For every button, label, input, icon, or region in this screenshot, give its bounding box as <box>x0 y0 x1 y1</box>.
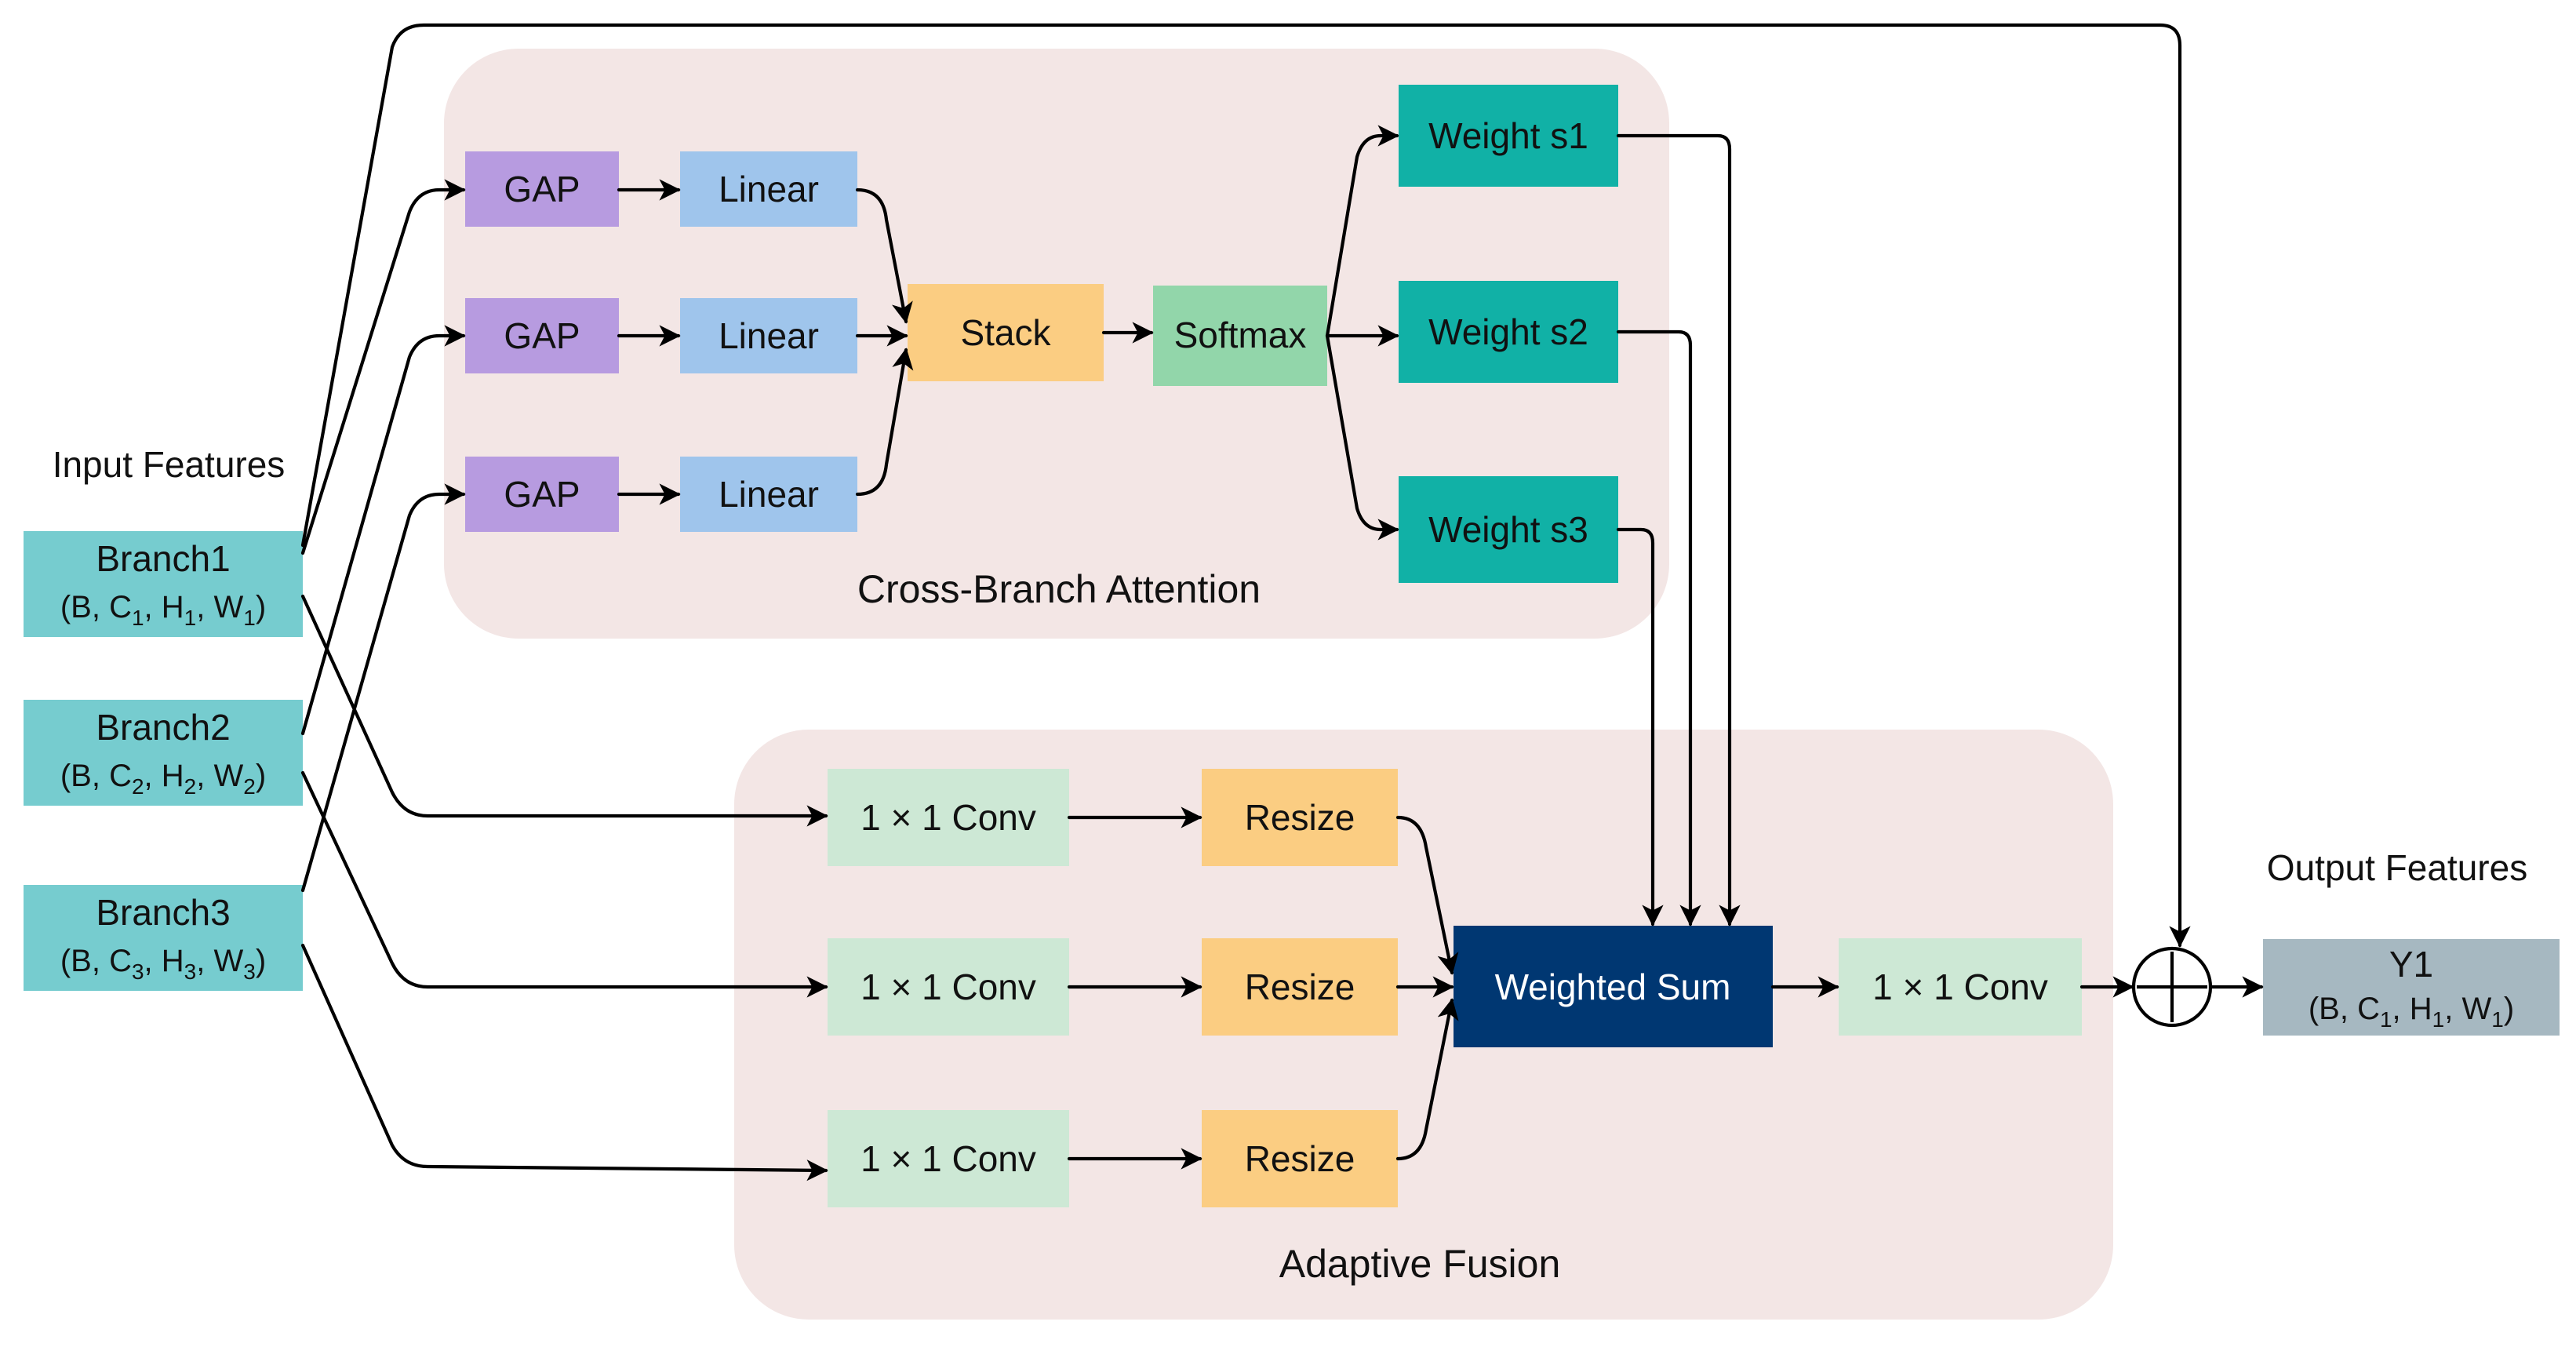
svg-text:Stack: Stack <box>960 312 1051 353</box>
svg-text:Linear: Linear <box>719 474 819 515</box>
linear-box-1: Linear <box>680 151 857 227</box>
edge-weight2-to-weighted-sum <box>1616 329 1701 927</box>
branch3-box: Branch3 (B, C3, H3, W3) <box>24 885 303 991</box>
svg-text:Linear: Linear <box>719 169 819 209</box>
resize-box-1: Resize <box>1202 769 1398 866</box>
edge-branch1-skip-to-add <box>300 23 2191 948</box>
svg-text:Softmax: Softmax <box>1174 315 1307 355</box>
edge-weight1-to-weighted-sum <box>1616 133 1741 927</box>
branch3-shape: (B, C3, H3, W3) <box>60 944 266 984</box>
svg-text:Resize: Resize <box>1245 967 1355 1007</box>
connectors <box>300 23 2264 1181</box>
weighted-sum-box: Weighted Sum <box>1454 926 1773 1047</box>
svg-text:GAP: GAP <box>504 315 580 356</box>
svg-text:Weight s2: Weight s2 <box>1428 311 1588 352</box>
conv-box-3: 1 × 1 Conv <box>828 1110 1069 1207</box>
edge-weight3-to-weighted-sum <box>1616 527 1664 927</box>
edge-branch2-to-gap2 <box>300 325 466 736</box>
gap-box-2: GAP <box>465 298 619 373</box>
svg-text:GAP: GAP <box>504 474 580 515</box>
edge-resize3-to-weighted-sum <box>1395 998 1459 1161</box>
svg-text:GAP: GAP <box>504 169 580 209</box>
softmax-box: Softmax <box>1153 286 1327 386</box>
output-y1-box: Y1 (B, C1, H1, W1) <box>2263 939 2560 1036</box>
linear-box-3: Linear <box>680 457 857 532</box>
gap-box-1: GAP <box>465 151 619 227</box>
edge-softmax-to-weight1 <box>1325 125 1399 338</box>
stack-box: Stack <box>908 284 1104 381</box>
branch2-shape: (B, C2, H2, W2) <box>60 759 266 799</box>
linear-box-2: Linear <box>680 298 857 373</box>
edge-linear3-to-stack <box>855 348 914 497</box>
adaptive-fusion-region <box>734 730 2113 1320</box>
residual-add-icon <box>2131 946 2213 1028</box>
adaptive-fusion-label: Adaptive Fusion <box>1279 1242 1561 1286</box>
edge-resize1-to-weighted-sum <box>1395 815 1459 975</box>
edge-softmax-to-weight3 <box>1325 333 1399 541</box>
svg-text:Linear: Linear <box>719 315 819 356</box>
edge-branch3-to-gap3 <box>300 483 466 893</box>
svg-text:1 × 1 Conv: 1 × 1 Conv <box>860 797 1036 838</box>
svg-text:Resize: Resize <box>1245 1138 1355 1179</box>
output-name: Y1 <box>2389 944 2433 985</box>
branch1-name: Branch1 <box>96 538 230 579</box>
branch1-shape: (B, C1, H1, W1) <box>60 590 266 630</box>
weight-s3-box: Weight s3 <box>1399 476 1618 583</box>
output-features-label: Output Features <box>2267 847 2527 888</box>
final-conv-box: 1 × 1 Conv <box>1839 938 2082 1036</box>
branch2-box: Branch2 (B, C2, H2, W2) <box>24 700 303 806</box>
edge-branch2-to-conv2 <box>300 770 828 998</box>
svg-text:Weight s3: Weight s3 <box>1428 509 1588 550</box>
branch2-name: Branch2 <box>96 707 230 748</box>
svg-text:1 × 1 Conv: 1 × 1 Conv <box>860 967 1036 1007</box>
edge-branch1-to-conv1 <box>300 594 828 827</box>
svg-text:1 × 1 Conv: 1 × 1 Conv <box>1872 967 2048 1007</box>
conv-box-1: 1 × 1 Conv <box>828 769 1069 866</box>
weight-s2-box: Weight s2 <box>1399 281 1618 383</box>
svg-text:Weight s1: Weight s1 <box>1428 115 1588 156</box>
input-features-label: Input Features <box>53 444 286 485</box>
weight-s1-box: Weight s1 <box>1399 85 1618 187</box>
branch1-box: Branch1 (B, C1, H1, W1) <box>24 531 303 637</box>
edge-linear1-to-stack <box>855 187 913 324</box>
cross-branch-attention-label: Cross-Branch Attention <box>857 567 1261 611</box>
edge-branch1-to-gap1 <box>300 179 466 555</box>
resize-box-3: Resize <box>1202 1110 1398 1207</box>
svg-text:1 × 1 Conv: 1 × 1 Conv <box>860 1138 1036 1179</box>
conv-box-2: 1 × 1 Conv <box>828 938 1069 1036</box>
gap-box-3: GAP <box>465 457 619 532</box>
output-shape: (B, C1, H1, W1) <box>2309 992 2514 1032</box>
branch3-name: Branch3 <box>96 892 230 933</box>
edge-branch3-to-conv3 <box>300 943 828 1181</box>
svg-text:Weighted Sum: Weighted Sum <box>1495 967 1731 1007</box>
resize-box-2: Resize <box>1202 938 1398 1036</box>
svg-text:Resize: Resize <box>1245 797 1355 838</box>
